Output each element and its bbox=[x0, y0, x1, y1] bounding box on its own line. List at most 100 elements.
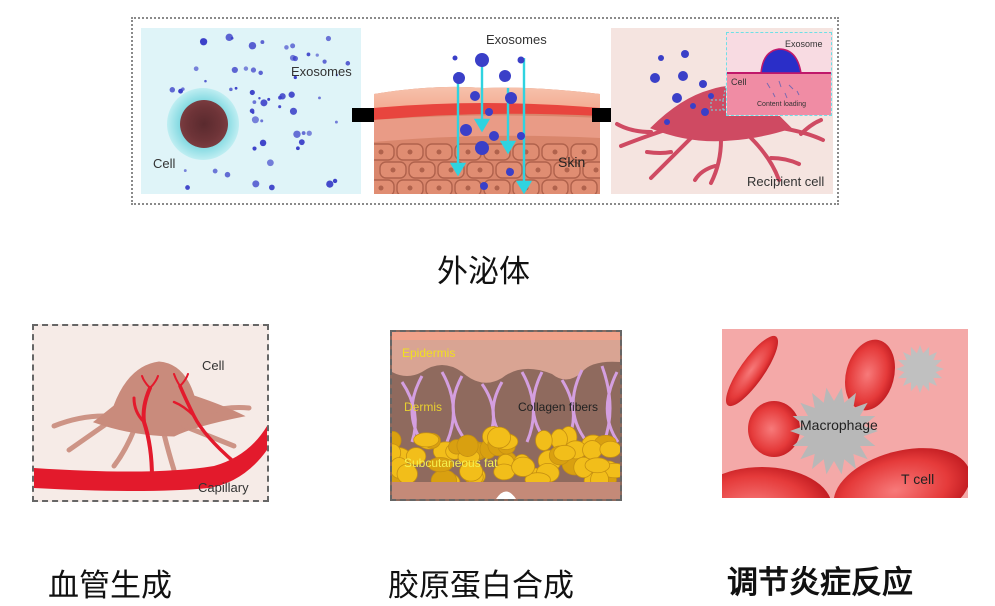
capillary-label: Capillary bbox=[198, 480, 249, 495]
exosome-dot bbox=[250, 67, 257, 73]
skin-cell bbox=[374, 143, 395, 161]
exosome-title: 外泌体 bbox=[437, 254, 530, 290]
exosome-dot bbox=[268, 184, 275, 191]
exosome-dot bbox=[325, 35, 332, 42]
inflammation-panel: Macrophage T cell bbox=[722, 329, 968, 498]
cell-nucleus bbox=[180, 100, 228, 148]
cell-nucleus bbox=[465, 149, 471, 155]
exosome-dot bbox=[326, 180, 334, 188]
exosome-dot bbox=[315, 53, 319, 57]
cell-nucleus bbox=[593, 167, 599, 173]
collagen-panel: Epidermis Dermis Collagen fibers Subcuta… bbox=[390, 330, 622, 501]
exosome-dot bbox=[279, 93, 286, 100]
exosome-dot bbox=[258, 70, 263, 76]
exosomes-label: Exosomes bbox=[486, 32, 547, 47]
cell-nucleus bbox=[494, 149, 500, 155]
exosome-dot bbox=[288, 91, 295, 98]
exosome-dot bbox=[178, 88, 183, 94]
exosome-dot bbox=[318, 96, 321, 100]
fat-cell bbox=[413, 432, 440, 448]
exosome-dots bbox=[650, 50, 714, 125]
exosome-dot bbox=[284, 45, 289, 50]
cell-nucleus bbox=[390, 167, 396, 173]
exosome-dot bbox=[243, 66, 249, 71]
exosome-dot bbox=[295, 146, 300, 151]
angiogenesis-panel: Cell Capillary bbox=[32, 324, 269, 502]
exosome-dot bbox=[290, 43, 296, 49]
cell-nucleus bbox=[564, 167, 570, 173]
exosome-dot bbox=[230, 36, 234, 40]
cell-nucleus bbox=[552, 185, 558, 191]
t-cell bbox=[833, 448, 968, 498]
skin-label: Skin bbox=[558, 154, 586, 170]
collagen-illustration bbox=[392, 332, 620, 499]
cell-nucleus bbox=[407, 149, 413, 155]
dermis-label: Dermis bbox=[404, 400, 442, 414]
capillary bbox=[34, 426, 267, 491]
fat-cell bbox=[456, 434, 479, 457]
exosome-dot bbox=[335, 73, 339, 77]
recipient-panel: Exosome Cell Content loading Recipient c… bbox=[611, 28, 833, 194]
collagen-fibers-label: Collagen fibers bbox=[518, 400, 599, 414]
cell-nucleus bbox=[552, 149, 558, 155]
exosome-dot bbox=[229, 87, 233, 92]
exosome-dot bbox=[260, 40, 265, 44]
exosome-dot bbox=[289, 54, 296, 61]
penetration-arrows bbox=[449, 56, 533, 194]
cell-nucleus bbox=[419, 167, 425, 173]
cell-nucleus bbox=[477, 167, 483, 173]
exosome-dot bbox=[249, 89, 255, 96]
fat-cell bbox=[487, 426, 512, 449]
red-blood-cell bbox=[722, 467, 831, 498]
inflammation-illustration bbox=[722, 335, 968, 498]
fat-cell bbox=[511, 456, 536, 477]
inset-exosome-label: Exosome bbox=[785, 39, 823, 49]
exosome-dot bbox=[193, 66, 199, 72]
cell-nucleus bbox=[581, 185, 587, 191]
exosome-dot bbox=[306, 130, 312, 136]
cell-nucleus bbox=[535, 167, 541, 173]
fat-cell bbox=[405, 447, 427, 466]
skin-panel: Exosomes Skin bbox=[374, 28, 600, 194]
exosome-dot bbox=[289, 107, 298, 115]
skin-illustration bbox=[374, 53, 600, 194]
exosome-dot bbox=[251, 116, 259, 124]
exosome-dot bbox=[266, 159, 274, 167]
t-cell-label: T cell bbox=[901, 471, 935, 487]
cell-nucleus bbox=[436, 149, 442, 155]
cell-nucleus bbox=[465, 185, 471, 191]
exosome-dot bbox=[204, 79, 207, 83]
fat-cell bbox=[427, 457, 454, 473]
cell-shape bbox=[51, 361, 252, 473]
cell-nucleus bbox=[448, 167, 454, 173]
cell-nucleus bbox=[378, 185, 384, 191]
exosome-dot bbox=[231, 66, 238, 74]
inflammation-title: 调节炎症反应 bbox=[727, 565, 913, 601]
immune-cell bbox=[896, 345, 944, 393]
exosome-dot bbox=[260, 99, 268, 107]
exosome-dot bbox=[322, 59, 327, 64]
exosome-dot bbox=[259, 139, 267, 147]
exosome-dot bbox=[185, 185, 190, 190]
vessel-branches bbox=[132, 373, 236, 480]
exosome-dot bbox=[306, 52, 311, 57]
exosomes-label: Exosomes bbox=[291, 64, 352, 79]
inset-cell-label: Cell bbox=[731, 77, 747, 87]
exosome-dot bbox=[252, 180, 260, 188]
collagen-synthesis-title: 胶原蛋白合成 bbox=[388, 568, 574, 604]
fat-cell bbox=[553, 444, 576, 462]
exosome-dot bbox=[224, 171, 231, 178]
red-blood-cell bbox=[725, 335, 779, 407]
skin-cell bbox=[374, 179, 395, 194]
exosome-dot bbox=[293, 75, 297, 80]
exosome-dot bbox=[293, 130, 301, 138]
cell-label: Cell bbox=[153, 156, 176, 171]
cell-label: Cell bbox=[202, 358, 225, 373]
exosome-dot bbox=[298, 139, 305, 146]
secretion-panel: Exosomes Cell bbox=[141, 28, 361, 194]
exosome-dot bbox=[183, 169, 187, 172]
fat-cell bbox=[582, 440, 603, 460]
inset-illustration bbox=[727, 48, 831, 115]
exosome-dot bbox=[301, 131, 306, 135]
exosome-dot bbox=[169, 87, 176, 93]
